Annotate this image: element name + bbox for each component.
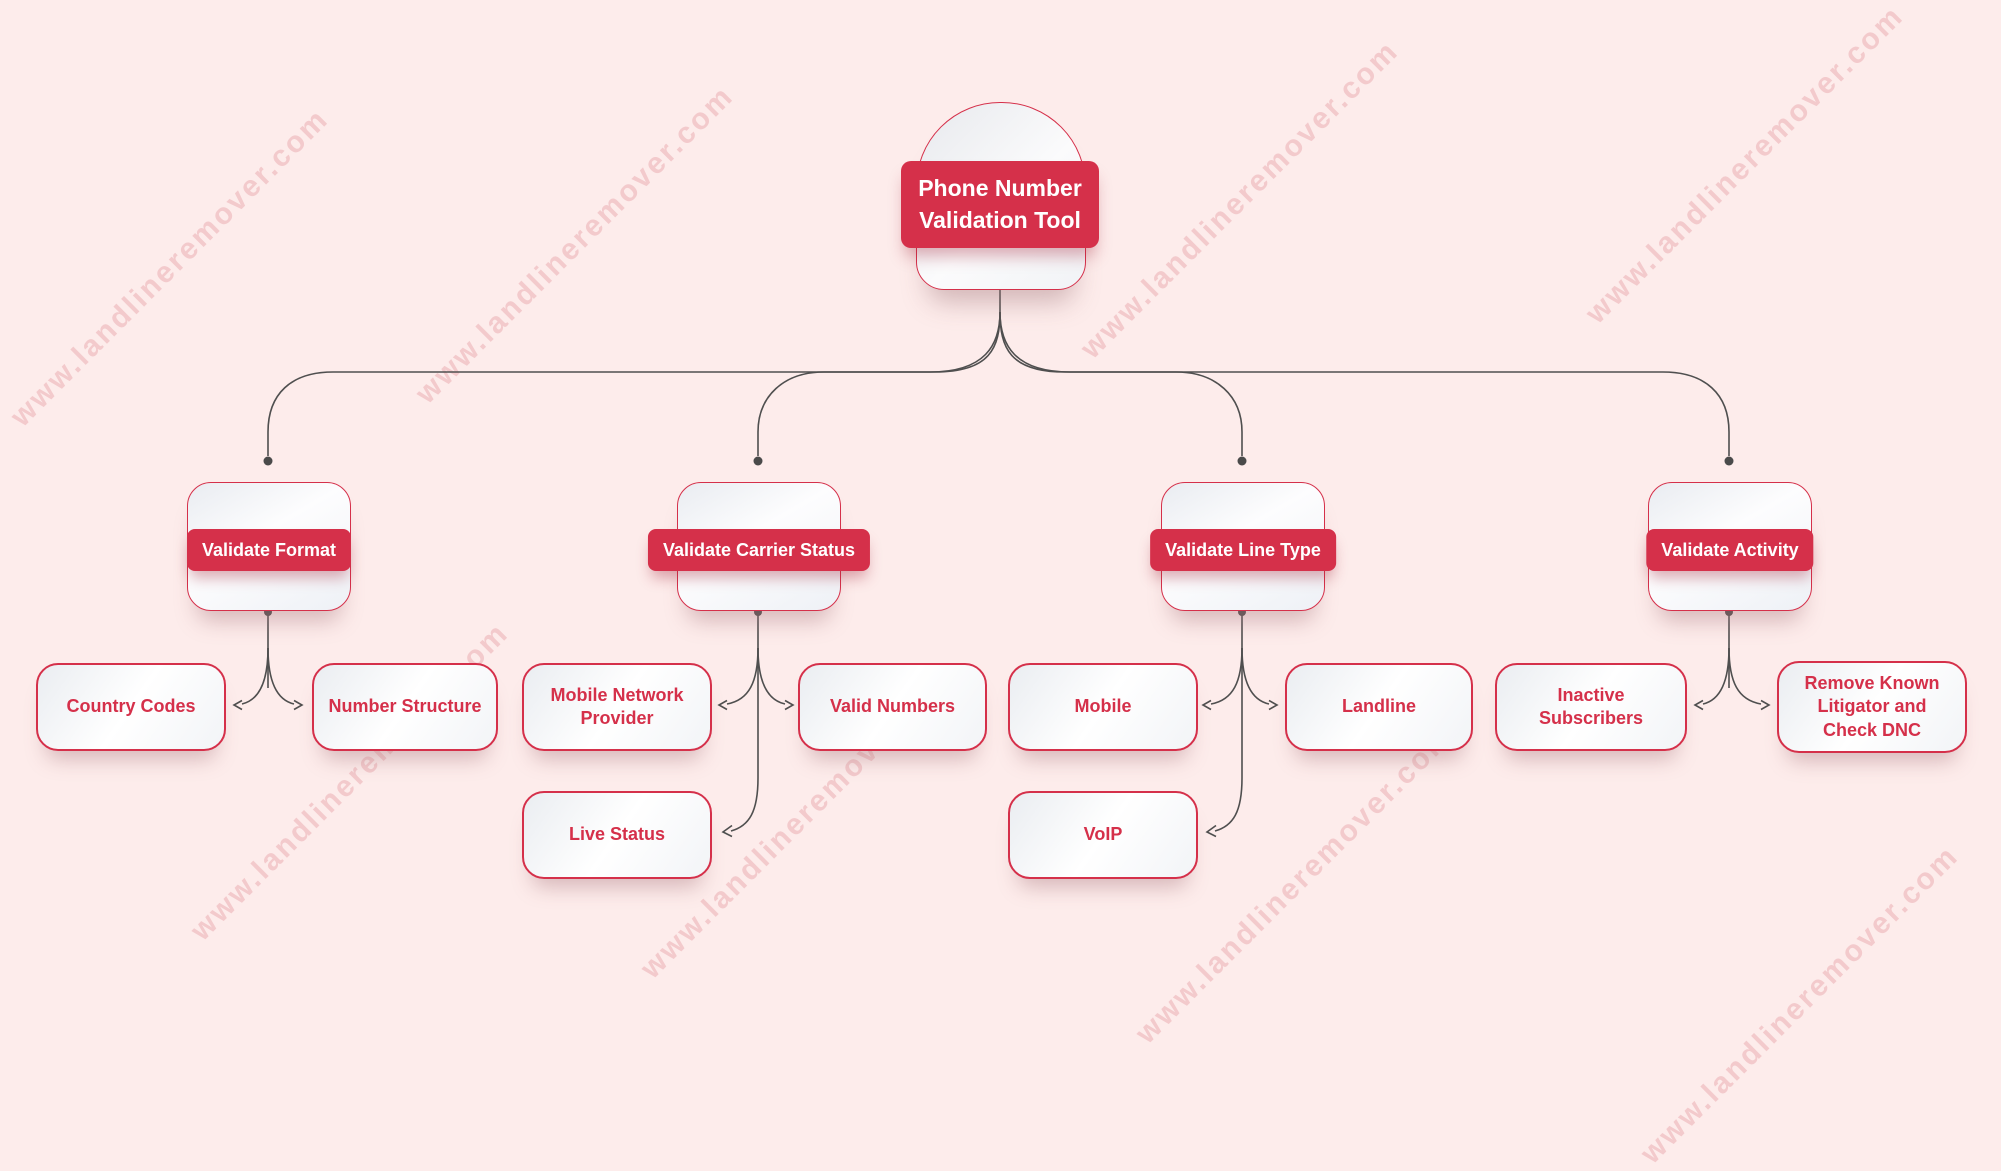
root-label-line1: Phone Number <box>918 175 1082 202</box>
branch-validate-activity: Validate Activity <box>1646 482 1814 611</box>
leaf-live-status: Live Status <box>522 791 712 879</box>
leaf-number-structure: Number Structure <box>312 663 498 751</box>
leaf-voip: VoIP <box>1008 791 1198 879</box>
format-connectors <box>232 613 304 711</box>
branch-validate-format: Validate Format <box>186 482 352 611</box>
connector-lines <box>232 290 1771 838</box>
leaf-inactive-subscribers: Inactive Subscribers <box>1495 663 1687 751</box>
activity-connectors <box>1693 613 1771 711</box>
linetype-connectors <box>1201 613 1279 838</box>
branch-label-validate-line-type: Validate Line Type <box>1150 529 1336 571</box>
branch-label-validate-activity: Validate Activity <box>1646 529 1814 571</box>
leaf-mobile: Mobile <box>1008 663 1198 751</box>
root-label-line2: Validation Tool <box>919 206 1081 233</box>
branch-validate-carrier-status: Validate Carrier Status <box>647 482 871 611</box>
leaf-valid-numbers: Valid Numbers <box>798 663 987 751</box>
leaf-country-codes: Country Codes <box>36 663 226 751</box>
branch-validate-line-type: Validate Line Type <box>1150 482 1336 611</box>
leaf-mobile-network-provider: Mobile Network Provider <box>522 663 712 751</box>
branch-label-validate-carrier-status: Validate Carrier Status <box>647 529 871 571</box>
carrier-connectors <box>717 613 795 838</box>
flowchart-canvas: www.landlineremover.com www.landlineremo… <box>4 0 1967 1170</box>
root-node-phone-number-validation-tool: Phone Number Validation Tool <box>901 161 1099 248</box>
branch-label-validate-format: Validate Format <box>186 529 352 571</box>
leaf-remove-known-litigator-and-check-dnc: Remove Known Litigator and Check DNC <box>1777 661 1967 753</box>
branch-stem-dots <box>264 608 1733 616</box>
leaf-landline: Landline <box>1285 663 1473 751</box>
root-to-branch-connectors <box>263 290 1734 466</box>
